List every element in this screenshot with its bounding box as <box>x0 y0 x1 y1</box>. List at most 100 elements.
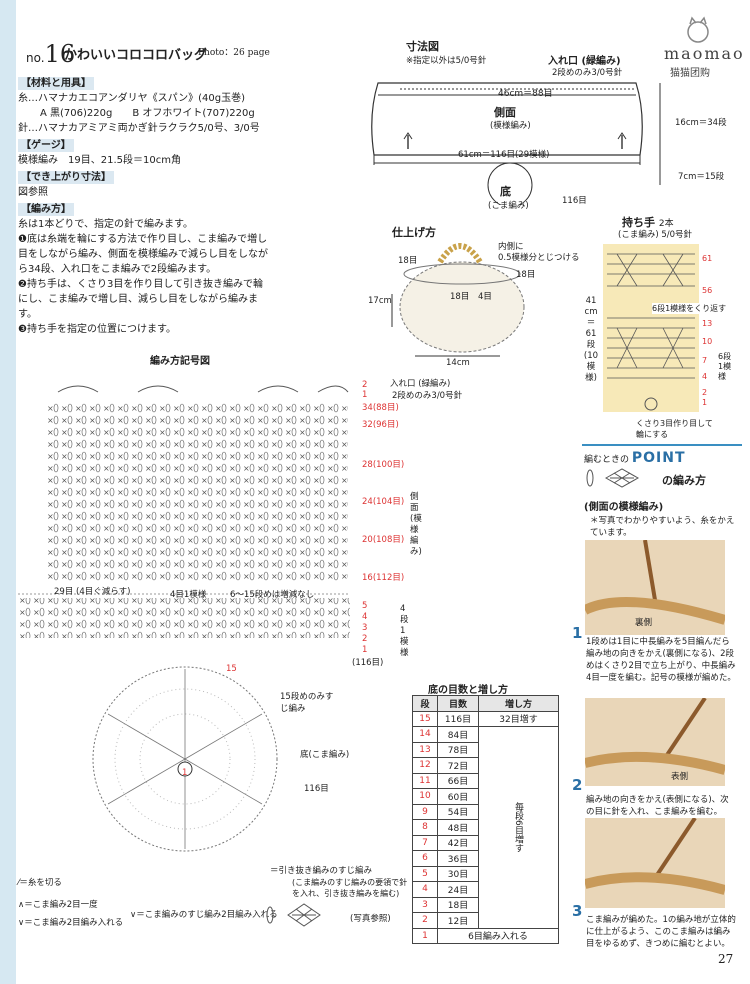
step-2-omote: 表側 <box>671 772 689 782</box>
finish-label-18a: 18目 <box>398 256 418 266</box>
legend-photo-ref: (写真参照) <box>350 914 391 924</box>
gauge-heading: 【ゲージ】 <box>18 139 74 152</box>
method-step-1: ❶底は糸端を輪にする方法で作り目し、こま編みで増し目をしながら編み、側面を模様編… <box>18 234 268 275</box>
dimension-title: 寸法図 <box>406 40 439 53</box>
legend-slip: ＝引き抜き編みのすじ編み <box>270 866 373 876</box>
size-heading: 【でき上がり寸法】 <box>18 171 114 184</box>
method-intro: 糸は1本どりで、指定の針で編みます。 <box>18 219 193 230</box>
dimension-top-width: 46cm＝88目 <box>498 89 553 99</box>
step-2-photo: 表側 <box>583 696 727 786</box>
legend-inc: ∨＝こま編み2目編み入れる <box>18 918 124 928</box>
handle-row-10: 10 <box>702 337 713 346</box>
dimension-opening: 入れ口 (緑編み) <box>548 56 621 67</box>
gauge-text: 模様編み 19目、21.5段＝10cm角 <box>18 155 181 166</box>
size-text: 図参照 <box>18 187 48 198</box>
chart-row-16: 16(112目) <box>362 573 405 583</box>
chart-row-28: 28(100目) <box>362 460 405 470</box>
chart-row-24: 24(104目) <box>362 497 405 507</box>
chart-low-4: 4 <box>362 612 368 622</box>
increase-table-title: 底の目数と増し方 <box>428 685 508 696</box>
handle-row-4: 4 <box>702 372 708 381</box>
handle-repeat-2: 6段1模様 <box>718 352 732 381</box>
chart-top-row-2: 2 <box>362 380 368 390</box>
chart-row-34: 34(88目) <box>362 403 399 413</box>
materials-heading: 【材料と用具】 <box>18 77 94 90</box>
pattern-number: no.16 <box>26 40 76 68</box>
step-1-number: 1 <box>572 624 583 642</box>
yarn-line: 糸…ハマナカエコアンダリヤ《スパン》(40g玉巻) <box>18 93 245 104</box>
dimension-note: ※指定以外は5/0号針 <box>406 56 487 66</box>
instructions: 【材料と用具】 糸…ハマナカエコアンダリヤ《スパン》(40g玉巻) A 黒(70… <box>18 76 378 337</box>
chart-opening-sub: 2段めのみ3/0号針 <box>392 391 463 401</box>
handle-row-13: 13 <box>702 319 713 328</box>
chart-low-2: 2 <box>362 634 368 644</box>
base-circle-chart <box>92 666 278 852</box>
side-stitch-chart: × <box>18 378 350 638</box>
point-symbol-icon <box>586 468 640 488</box>
chart-side-label: 側面(模様編み) <box>410 492 422 557</box>
finish-label-18b: 18目 <box>450 292 470 302</box>
chart-low-3: 3 <box>362 623 368 633</box>
needle-line: 針…ハマナカアミアミ両かぎ針ラクラク5/0号、3/0号 <box>18 123 260 134</box>
dimension-bottom-height: 7cm＝15段 <box>678 172 725 182</box>
step-3-number: 3 <box>572 902 583 920</box>
finished-bag-illustration <box>391 243 525 357</box>
chart-low-1: 1 <box>362 645 368 655</box>
table-header: 目数 <box>437 695 479 712</box>
color-line: A 黒(706)220g B オフホワイト(707)220g <box>40 108 255 119</box>
point-header: 編むときの POINT <box>584 450 686 466</box>
chart-low-5: 5 <box>362 601 368 611</box>
circle-row-1: 1 <box>182 768 188 778</box>
dimension-bottom-width: 61cm＝116目(29模様) <box>458 150 550 160</box>
circle-row-15: 15 <box>226 664 237 674</box>
handle-row-7: 7 <box>702 356 708 365</box>
method-heading: 【編み方】 <box>18 203 74 216</box>
finish-title: 仕上げ方 <box>392 226 436 239</box>
photo-ref: Photo：26 page <box>198 48 270 58</box>
maomao-logo: maomao 猫猫团购 <box>660 14 744 84</box>
legend-streak: ∨＝こま編みのすじ編み2目編み入れる <box>130 910 278 920</box>
bag-dimension-diagram <box>371 82 661 205</box>
legend-slip-detail: (こま編みのすじ編みの要領で針を入れ、引き抜き編みを編む) <box>292 878 408 898</box>
finish-label-4: 4目 <box>478 292 492 302</box>
step-2-number: 2 <box>572 776 583 794</box>
dimension-base-sub: (こま編み) <box>488 201 529 211</box>
finish-label-18c: 18目 <box>516 270 536 280</box>
handle-row-2: 2 <box>702 388 708 397</box>
step-1-text: 1段めは1目に中長編みを5目編んだら編み地の向きをかえ(裏側になる)、2段めはく… <box>586 637 736 683</box>
chart-decrease: 29目 (4目ぐ減らす) <box>54 587 131 597</box>
handle-row-61: 61 <box>702 254 713 263</box>
handle-sub: (こま編み) 5/0号針 <box>618 230 693 240</box>
handle-chart <box>603 244 699 412</box>
point-sub: の編み方 <box>662 474 706 487</box>
table-header-row: 段 目数 増し方 <box>412 695 559 712</box>
step-1-photo: 裏側 <box>582 539 727 635</box>
handle-row-56: 56 <box>702 286 713 295</box>
method-step-2: ❷持ち手は、くさり3目を作り目して引き抜き編みで輪にし、こま編みで増し目、減らし… <box>18 279 264 320</box>
chart-top-row-1: 1 <box>362 390 368 400</box>
method-step-3: ❸持ち手を指定の位置につけます。 <box>18 324 176 335</box>
handle-title: 持ち手 2本 <box>622 216 674 229</box>
chart-opening: 入れ口 (緑編み) <box>390 379 451 389</box>
point-pattern: (側面の模様編み) <box>584 502 664 513</box>
table-header: 段 <box>412 695 438 712</box>
chart-repeat: 4目1模様 <box>170 590 207 600</box>
decrease-icon: ∧ <box>18 900 25 910</box>
point-underline <box>582 444 742 446</box>
dimension-base: 底 <box>500 185 511 198</box>
chart-row-32: 32(96目) <box>362 420 399 430</box>
step-2-text: 編み地の向きをかえ(表側になる)、次の目に針を入れ、こま編みを編む。 <box>586 795 729 817</box>
finish-note-2: 0.5模様分とじつける <box>498 253 580 263</box>
legend-dec: ∧＝こま編み2目一度 <box>18 900 98 910</box>
step-1-ura: 裏側 <box>635 618 653 628</box>
legend-cut: ⁄＝糸を切る <box>18 878 62 888</box>
finish-width-17: 17cm <box>368 296 392 306</box>
